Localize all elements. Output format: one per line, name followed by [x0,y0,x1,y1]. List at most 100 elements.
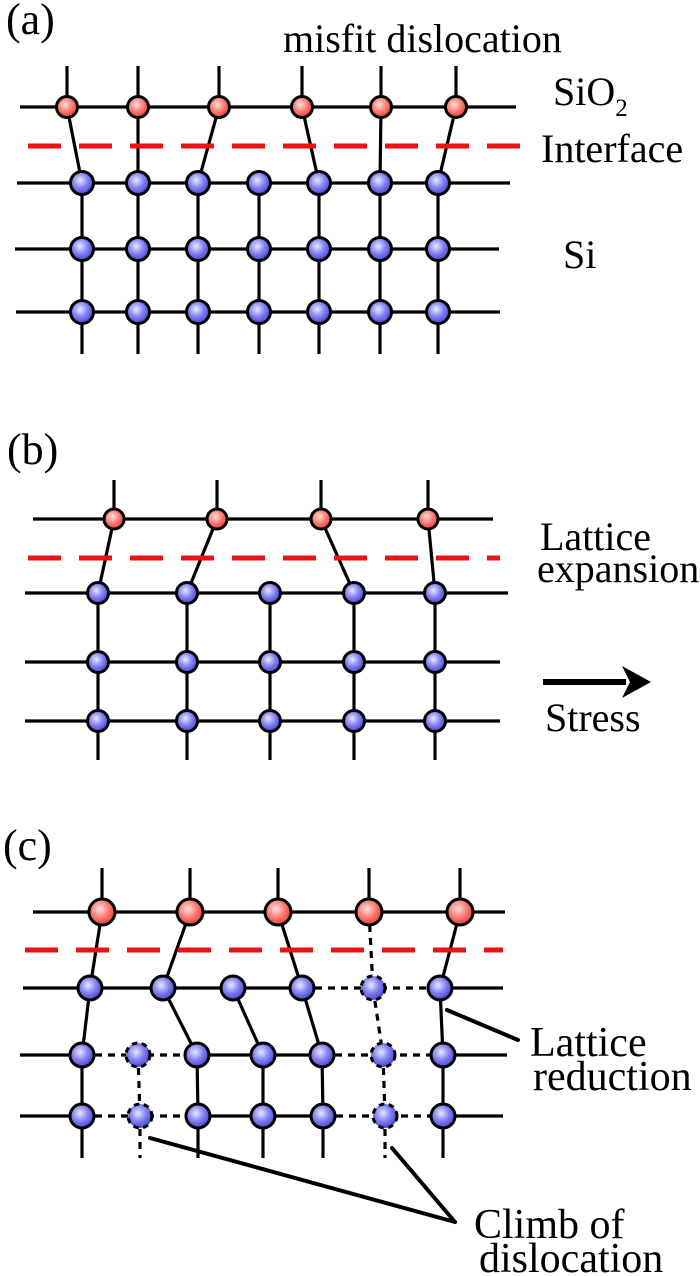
label-text: (a) [6,0,55,44]
red-atom [207,95,231,119]
blue-atom [125,299,151,325]
red-atom [309,507,333,531]
blue-atom [367,236,393,262]
blue-atom [76,974,104,1002]
blue-atom [249,1102,277,1130]
stress-arrow-head [622,666,651,698]
blue-atom-dashed [371,1102,399,1130]
blue-atom [86,581,110,605]
blue-atom [246,236,272,262]
red-atom [263,897,293,927]
label-text: Interface [541,126,683,171]
label-text: Stress [545,695,641,740]
blue-atom [258,581,282,605]
label-text: dislocation [479,1236,663,1276]
red-atom [444,95,468,119]
blue-atom [249,1041,277,1069]
blue-atom [86,709,110,733]
title-misfit-dislocation: misfit dislocation [283,16,562,61]
label-climb-2: dislocation [479,1236,663,1276]
blue-atom [258,709,282,733]
blue-atom [425,299,451,325]
blue-atom [125,170,151,196]
red-atom [102,507,126,531]
blue-atom [306,299,332,325]
subscript-text: 2 [615,95,628,122]
blue-atom [306,170,332,196]
blue-atom-dashed [126,1102,154,1130]
blue-atom [423,581,447,605]
label-lattice-expansion-2: expansion [537,546,699,591]
blue-atom [219,974,247,1002]
climb-pointer-left [148,1136,457,1224]
blue-atom [125,236,151,262]
label-lattice-reduction-2: reduction [533,1054,692,1100]
bond [426,518,437,594]
lattice-reduction-pointer [445,1008,520,1042]
blue-atom [69,236,95,262]
label-text: (c) [3,821,52,870]
blue-atom [429,1102,457,1130]
blue-atom [86,650,110,674]
label-si: Si [563,232,596,277]
blue-atom-dashed [124,1041,152,1069]
red-atom [354,897,384,927]
red-atom [55,95,79,119]
label-interface: Interface [541,126,683,171]
blue-atom [149,974,177,1002]
blue-atom [423,709,447,733]
label-text: Si [563,232,596,277]
panel-a-label: (a) [6,0,55,44]
blue-atom [184,1102,212,1130]
blue-atom [258,650,282,674]
label-lattice-expansion-1: Lattice [540,514,651,559]
blue-atom [246,170,272,196]
blue-atom [69,170,95,196]
climb-pointer-right [390,1146,457,1224]
blue-atom [175,650,199,674]
blue-atom [425,170,451,196]
red-atom [87,897,117,927]
blue-atom [426,974,454,1002]
blue-atom [175,709,199,733]
label-sio2: SiO2 [553,69,628,122]
red-atom [126,95,150,119]
label-text: SiO [553,69,615,114]
label-text: Lattice [540,514,651,559]
blue-atom [367,299,393,325]
blue-atom [425,236,451,262]
label-lattice-reduction-1: Lattice [530,1020,647,1066]
blue-atom [342,581,366,605]
blue-atom [423,650,447,674]
label-text: expansion [537,546,699,591]
blue-atom [185,299,211,325]
blue-atom [342,650,366,674]
label-text: misfit dislocation [283,16,562,61]
label-text: Climb of [474,1202,625,1248]
blue-atom [246,299,272,325]
red-atom [290,95,314,119]
label-climb-1: Climb of [474,1202,625,1248]
bond-dashed [136,1054,142,1117]
panel-b-label: (b) [7,425,58,474]
red-atom [445,897,475,927]
blue-atom [68,1041,96,1069]
bond-dashed [381,1054,387,1117]
panel-c-label: (c) [3,821,52,870]
label-text: reduction [533,1054,692,1100]
red-atom [416,507,440,531]
blue-atom [175,581,199,605]
blue-atom-dashed [369,1041,397,1069]
blue-atom [185,236,211,262]
red-atom [369,95,393,119]
blue-atom [69,299,95,325]
red-atom [205,507,229,531]
blue-atom [183,1041,211,1069]
blue-atom [185,170,211,196]
label-text: (b) [7,425,58,474]
